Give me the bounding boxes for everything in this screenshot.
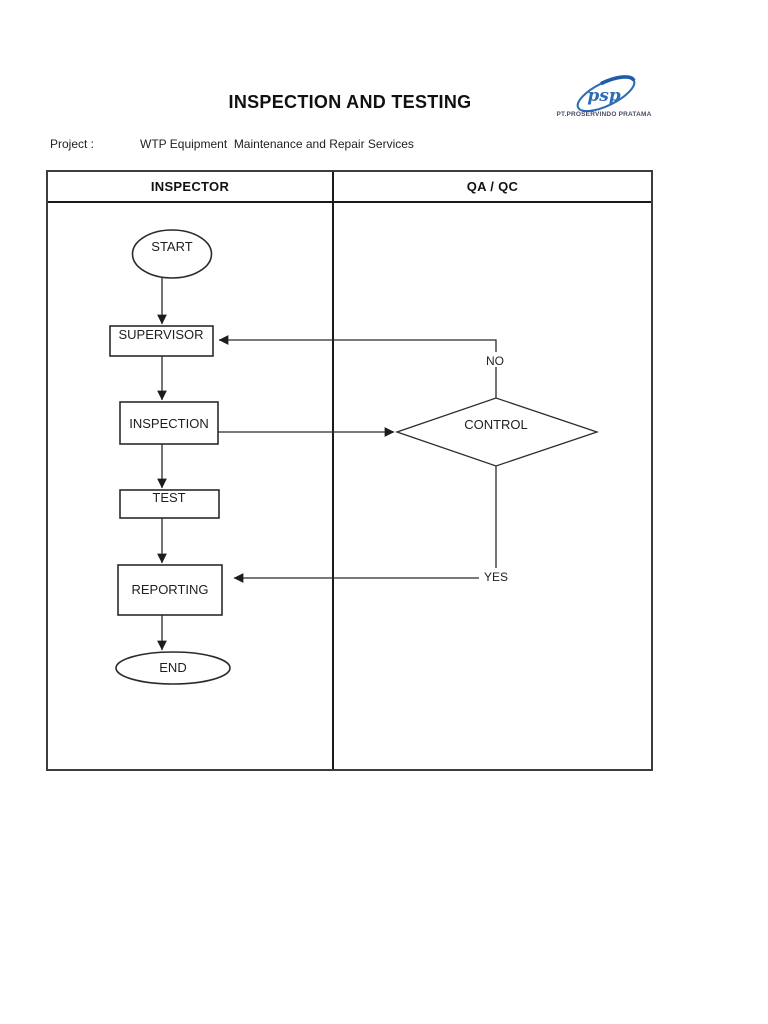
node-end <box>115 651 231 685</box>
node-supervisor-label: SUPERVISOR <box>118 327 203 342</box>
project-value: WTP Equipment Maintenance and Repair Ser… <box>140 137 414 151</box>
node-supervisor <box>109 325 214 357</box>
node-test-label: TEST <box>152 490 185 505</box>
node-inspection <box>119 401 219 445</box>
logo-ellipse-swoosh <box>576 75 636 113</box>
node-test <box>119 489 220 519</box>
logo-monogram: psp <box>587 86 620 106</box>
header-underline <box>48 201 651 203</box>
edge-control-yes-to-reporting <box>233 466 497 583</box>
node-end-label: END <box>159 660 186 675</box>
logo-company-name: PT.PROSERVINDO PRATAMA <box>556 111 652 118</box>
company-logo: psp <box>576 75 636 113</box>
edge-control-no-to-supervisor <box>218 335 497 398</box>
no-label-backing <box>483 352 507 367</box>
yes-label-backing <box>479 568 513 583</box>
node-start-label: START <box>151 239 192 254</box>
lane-divider <box>332 172 334 769</box>
swimlane-table: INSPECTOR QA / QC <box>46 170 653 771</box>
edge-label-yes: YES <box>484 570 508 584</box>
node-reporting <box>117 564 223 616</box>
edge-label-no: NO <box>486 354 504 368</box>
node-control <box>394 397 600 467</box>
node-start <box>131 229 213 279</box>
page-title: INSPECTION AND TESTING <box>228 92 472 112</box>
lane-header-inspector: INSPECTOR <box>150 179 230 194</box>
node-inspection-label: INSPECTION <box>129 416 208 431</box>
node-control-label: CONTROL <box>464 417 528 432</box>
lane-header-qaqc: QA / QC <box>466 179 519 194</box>
node-reporting-label: REPORTING <box>131 582 208 597</box>
project-label: Project : <box>50 137 95 151</box>
